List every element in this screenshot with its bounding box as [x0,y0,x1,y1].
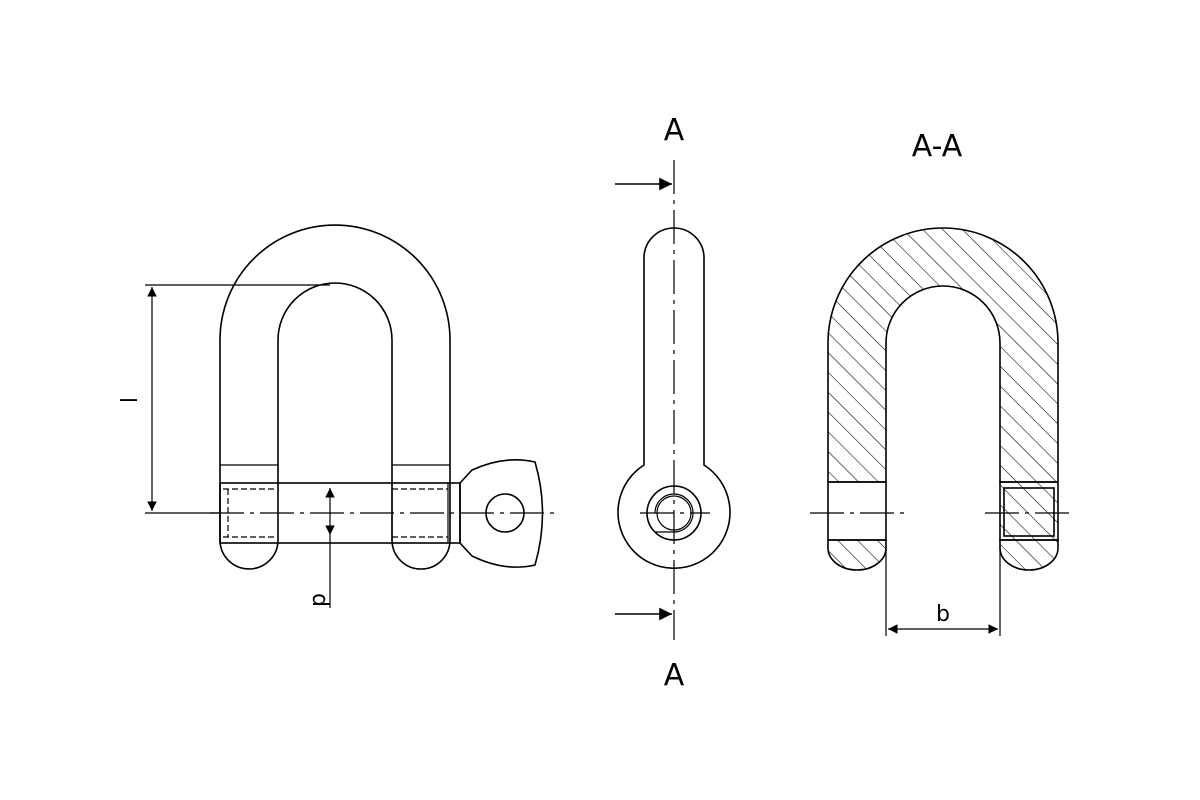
side-view: A A [615,113,731,693]
section-left-block [827,481,887,541]
pin-head [459,458,544,568]
section-marker-top: A [664,113,685,148]
side-pin-inner [654,493,694,533]
section-u-hatched [827,227,1059,483]
section-left-tip [827,539,887,571]
dim-l-label: l [118,397,143,403]
right-eye [391,465,451,570]
section-right-block [999,481,1059,541]
front-view: l d [118,224,560,608]
left-eye [219,465,279,570]
dim-d-label: d [307,593,332,607]
section-right-tip [999,539,1059,571]
side-body-outline [617,227,731,570]
section-marker-bottom: A [664,658,685,693]
section-view: A-A b [810,129,1075,636]
section-title: A-A [912,129,963,164]
dim-b-label: b [936,602,950,627]
shackle-body-outline [219,224,451,465]
section-right-pin [1003,487,1055,537]
